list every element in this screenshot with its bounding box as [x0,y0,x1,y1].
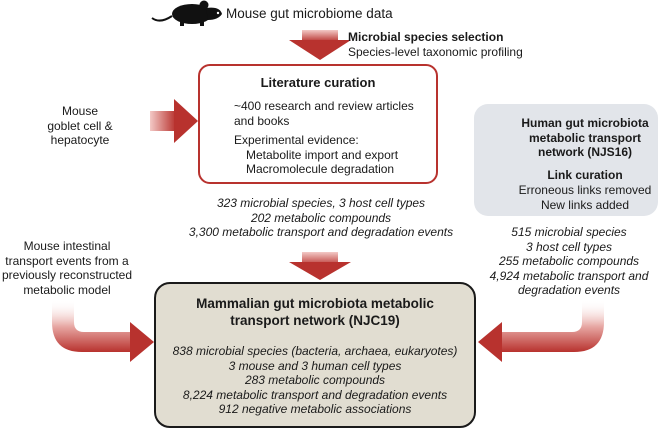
njc19-title: Mammalian gut microbiota metabolic trans… [196,296,434,328]
njc19-stats: 838 microbial species (bacteria, archaea… [172,344,458,416]
human-network-title: Human gut microbiota metabolic transport… [521,116,649,159]
intestinal-input-label: Mouse intestinal transport events from a… [1,239,133,297]
goblet-input-label: Mouse goblet cell & hepatocyte [47,104,113,147]
arrow-to-literature [289,30,351,60]
arrow-goblet-to-literature [150,99,198,143]
arrow-human-to-njc [478,300,604,362]
arrow-to-njc [289,252,351,280]
human-network-box [474,104,658,216]
selection-subtitle: Species-level taxonomic profiling [348,45,523,59]
literature-title: Literature curation [260,75,376,90]
mouse-icon [151,0,222,26]
mouse-data-label: Mouse gut microbiome data [226,6,393,21]
njc19-network-box [154,282,476,428]
literature-curation-box [198,64,438,184]
human-stats: 515 microbial species 3 host cell types … [489,225,649,297]
literature-articles: ~400 research and review articles and bo… [234,99,414,128]
literature-stats: 323 microbial species, 3 host cell types… [188,196,454,239]
arrow-intestinal-to-njc [52,300,154,362]
selection-title: Microbial species selection [348,30,504,44]
link-curation-title: Link curation [547,168,623,182]
literature-evidence: Experimental evidence: Metabolite import… [234,133,399,176]
link-curation-details: Erroneous links removed New links added [518,183,652,212]
